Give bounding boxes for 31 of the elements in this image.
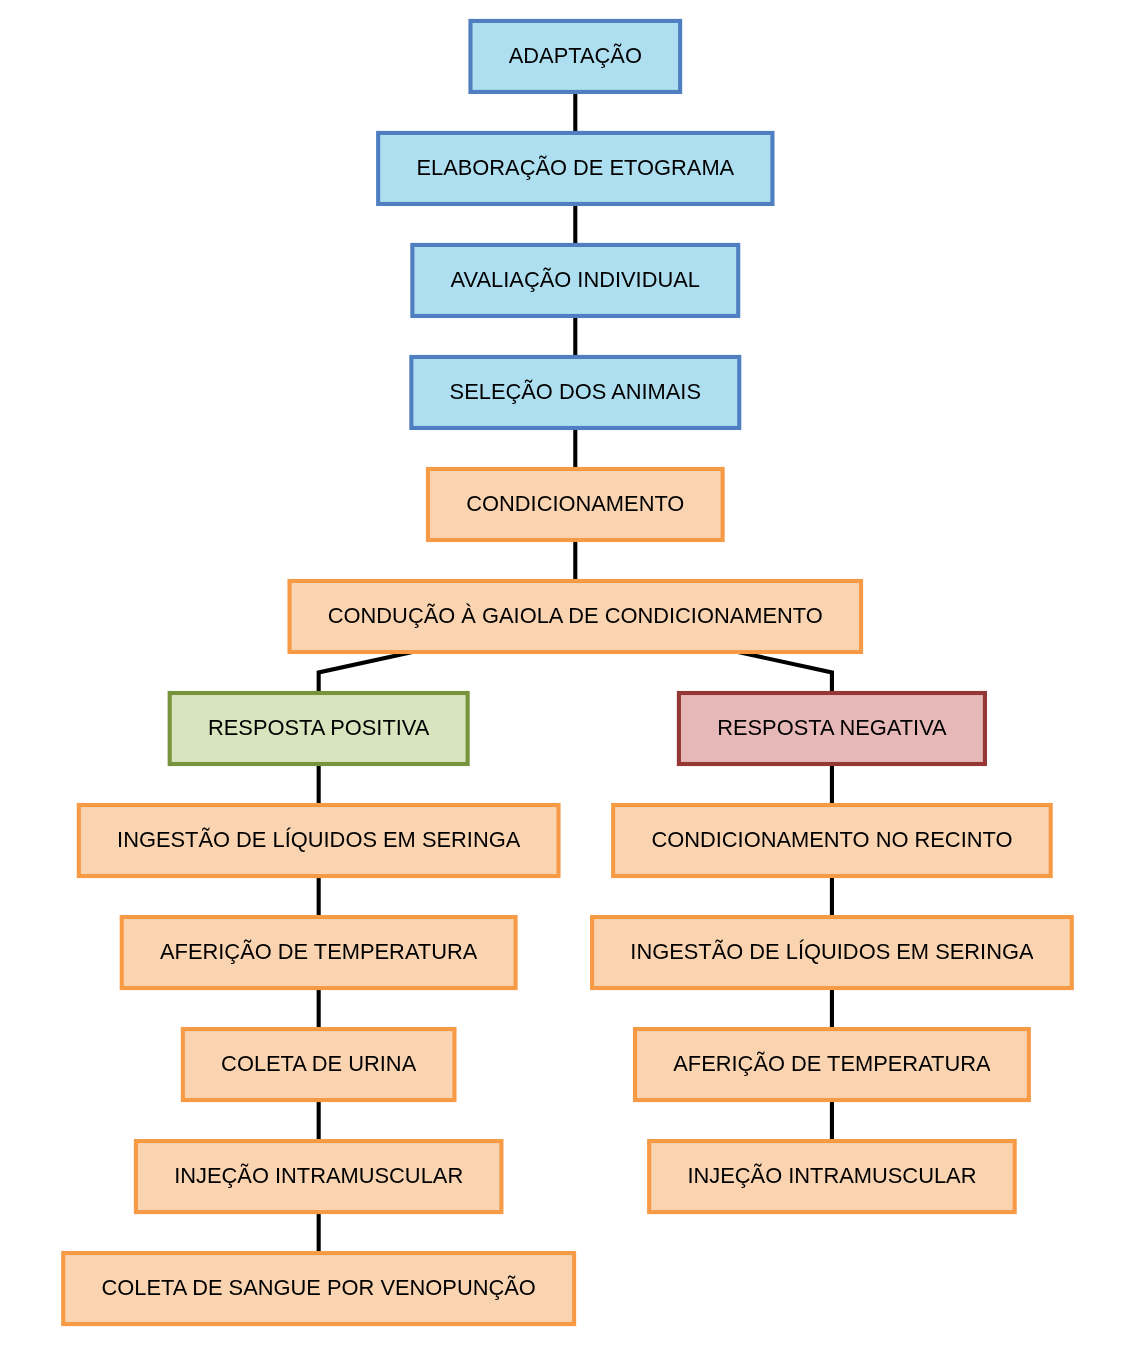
node-box: INJEÇÃO INTRAMUSCULAR [647,1139,1017,1215]
node-box: AFERIÇÃO DE TEMPERATURA [119,914,518,991]
connector [573,540,578,581]
connector [829,1100,834,1142]
node-box: ADAPTAÇÃO [468,18,683,94]
connector [829,988,834,1029]
node-box: RESPOSTA POSITIVA [167,690,470,767]
connector [316,764,321,805]
connector [829,764,834,805]
connector [573,428,578,469]
connector [573,316,578,357]
node-box: COLETA DE SANGUE POR VENOPUNÇÃO [61,1251,577,1327]
node-box: ELABORAÇÃO DE ETOGRAMA [376,130,775,206]
node-box: CONDUÇÃO À GAIOLA DE CONDICIONAMENTO [287,578,864,655]
node-box: AVALIAÇÃO INDIVIDUAL [410,242,741,319]
node-box: SELEÇÃO DOS ANIMAIS [409,354,742,431]
connector [316,1212,321,1254]
node-box: RESPOSTA NEGATIVA [676,690,987,767]
node-box: COLETA DE URINA [180,1026,457,1103]
node-box: AFERIÇÃO DE TEMPERATURA [632,1026,1031,1103]
connector [573,203,578,245]
connector [316,876,321,917]
node-box: INJEÇÃO INTRAMUSCULAR [133,1139,504,1215]
connector [573,91,578,133]
node-box: INGESTÃO DE LÍQUIDOS EM SERINGA [76,802,561,879]
node-box: CONDICIONAMENTO NO RECINTO [611,802,1053,879]
node-box: INGESTÃO DE LÍQUIDOS EM SERINGA [590,914,1074,991]
connector [829,876,834,917]
node-box: CONDICIONAMENTO [425,466,725,543]
connector [316,1100,321,1142]
connector [316,988,321,1029]
